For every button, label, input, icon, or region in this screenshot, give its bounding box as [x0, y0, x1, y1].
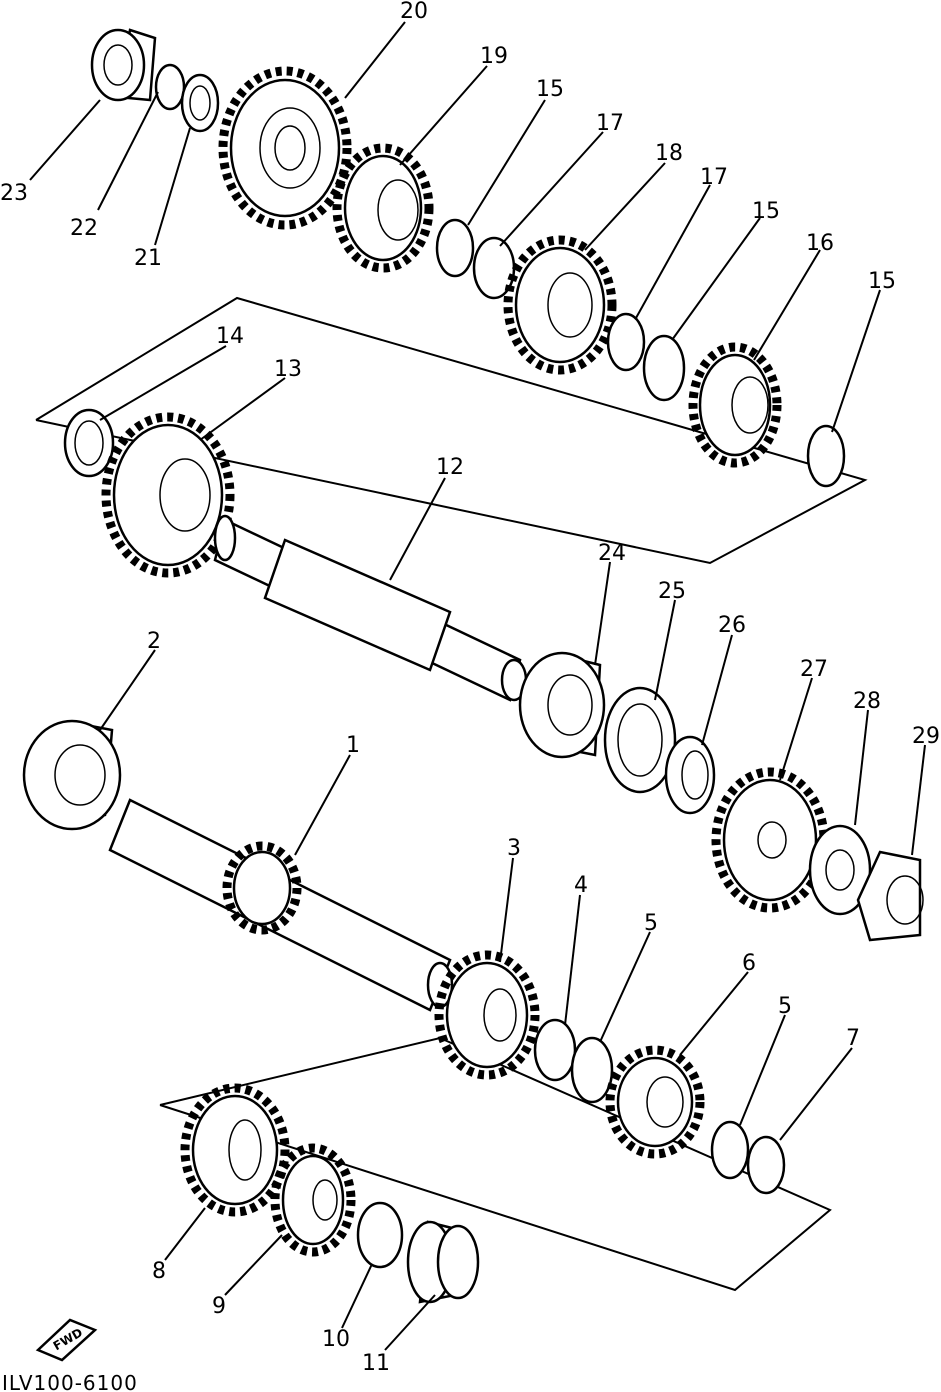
shaft-12	[213, 514, 528, 702]
part-label-20: 20	[400, 0, 428, 24]
bearing-2	[22, 719, 122, 831]
fwd-arrow-icon: FWD	[35, 1318, 98, 1362]
lower-group-frame	[159, 1036, 832, 1292]
collar-26	[664, 735, 716, 815]
part-label-6: 6	[742, 951, 756, 976]
part-label-27: 27	[800, 657, 828, 682]
part-label-28: 28	[853, 689, 881, 714]
washer-14	[63, 408, 115, 478]
part-label-29: 29	[912, 724, 940, 749]
part-label-21: 21	[134, 246, 162, 271]
part-label-2: 2	[147, 629, 161, 654]
part-label-7: 7	[846, 1026, 860, 1051]
gear-20	[218, 66, 352, 230]
part-label-15-a: 15	[536, 77, 564, 102]
part-label-19: 19	[480, 44, 508, 69]
drawing-code: ILV100-6100	[2, 1371, 138, 1392]
leader-lines	[29, 21, 926, 1351]
gear-8	[180, 1083, 290, 1217]
circlip-22	[154, 63, 186, 111]
bearing-23	[90, 28, 157, 102]
part-label-3: 3	[507, 836, 521, 861]
part-label-25: 25	[658, 579, 686, 604]
part-label-23: 23	[0, 181, 28, 206]
gear-13	[101, 412, 235, 578]
part-label-8: 8	[152, 1259, 166, 1284]
part-label-24: 24	[598, 541, 626, 566]
part-label-18: 18	[655, 141, 683, 166]
shaft-1	[108, 798, 454, 1012]
lock-washer-28	[808, 824, 872, 916]
circlip-15-c	[806, 424, 846, 488]
part-label-17-a: 17	[596, 111, 624, 136]
bearing-11	[406, 1220, 480, 1304]
washer-4	[533, 1018, 577, 1082]
nut-29	[856, 850, 924, 942]
gear-3	[434, 950, 540, 1080]
part-label-5-a: 5	[644, 911, 658, 936]
part-label-17-b: 17	[700, 165, 728, 190]
bearing-24	[518, 651, 606, 759]
part-label-16: 16	[806, 231, 834, 256]
part-label-26: 26	[718, 613, 746, 638]
part-label-12: 12	[436, 455, 464, 480]
part-label-15-b: 15	[752, 199, 780, 224]
part-label-10: 10	[322, 1327, 350, 1352]
circlip-15-b	[642, 334, 686, 402]
part-label-1: 1	[346, 733, 360, 758]
part-label-15-c: 15	[868, 269, 896, 294]
washer-17-b	[606, 312, 646, 372]
part-label-11: 11	[362, 1351, 390, 1376]
part-label-4: 4	[574, 873, 588, 898]
part-label-5-b: 5	[778, 994, 792, 1019]
sprocket-27	[711, 767, 829, 913]
circlip-5-b	[710, 1120, 750, 1180]
part-label-22: 22	[70, 216, 98, 241]
part-label-9: 9	[212, 1294, 226, 1319]
part-label-13: 13	[274, 357, 302, 382]
circlip-7	[746, 1135, 786, 1195]
gear-9	[270, 1143, 356, 1257]
oil-seal-25	[603, 686, 677, 794]
gear-16	[688, 342, 782, 468]
part-label-14: 14	[216, 324, 244, 349]
circlip-5-a	[570, 1036, 614, 1104]
circlip-15-a	[435, 218, 475, 278]
washer-10	[356, 1201, 404, 1269]
gear-19	[332, 143, 434, 273]
upper-group-frame	[35, 296, 868, 565]
washer-21	[180, 73, 220, 133]
gear-18	[503, 235, 617, 375]
gear-6	[605, 1045, 705, 1159]
